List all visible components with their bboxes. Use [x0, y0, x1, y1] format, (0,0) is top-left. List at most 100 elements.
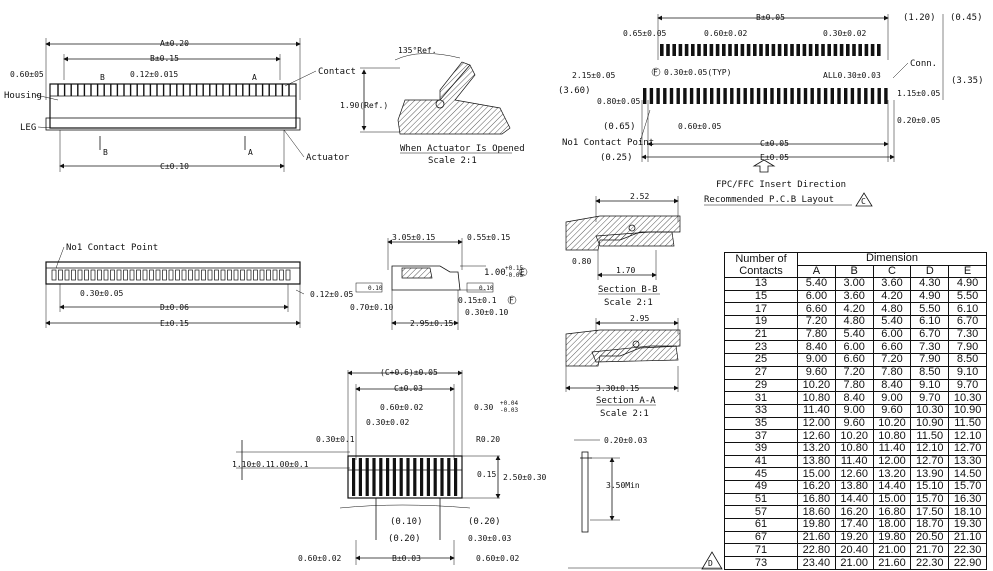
pcb-pad-bottom	[723, 88, 727, 104]
pcb-pad-top	[709, 44, 714, 56]
pcb-pad-bottom	[743, 88, 747, 104]
aa-dim-295: 2.95	[630, 314, 649, 323]
pcb-dim-025: (0.25)	[600, 153, 633, 163]
pcb-pad-top	[808, 44, 813, 56]
fpc-dim-030b: 0.30±0.03	[468, 534, 512, 543]
front-contact-slot	[51, 269, 57, 281]
table-cell-dim: 7.30	[948, 327, 987, 342]
fpc-dim-030: 0.30±0.02	[366, 418, 410, 427]
table-cell-dim: 13.80	[834, 480, 874, 494]
table-cell-contacts: 19	[724, 315, 798, 329]
table-cell-dim: 5.50	[910, 302, 950, 317]
pcb-pad-bottom	[850, 88, 855, 104]
pcb-pad-bottom	[877, 88, 881, 104]
table-cell-dim: 11.40	[872, 441, 912, 456]
table-col-a: A	[797, 264, 836, 278]
table-cell-dim: 5.50	[948, 289, 987, 304]
table-cell-dim: 4.80	[834, 315, 874, 329]
side-flat-2: 0.10	[479, 285, 494, 292]
side-dim-030: 0.30±0.10	[465, 308, 509, 317]
pcb-pad-bottom	[716, 88, 721, 104]
table-cell-dim: 9.60	[797, 365, 836, 380]
table-cell-dim: 6.00	[834, 340, 874, 355]
fpc-finger	[406, 458, 410, 496]
side-dim-070: 0.70±0.10	[350, 303, 394, 312]
pcb-pad-bottom	[790, 88, 794, 104]
front-contact-slot	[77, 269, 83, 281]
front-contact-slot	[90, 269, 96, 281]
bb-dim-170: 1.70	[616, 266, 635, 275]
bb-scale: Scale 2:1	[604, 298, 653, 308]
table-cell-contacts: 57	[724, 505, 798, 520]
pcb-pad-bottom	[730, 88, 734, 104]
pcb-pad-bottom	[669, 88, 674, 104]
table-cell-dim: 19.80	[797, 518, 836, 532]
table-cell-dim: 15.70	[948, 480, 987, 494]
table-cell-contacts: 25	[724, 353, 798, 367]
table-cell-dim: 10.80	[834, 441, 874, 456]
front-contact-slot	[103, 269, 109, 281]
pcb-pad-bottom	[777, 88, 781, 104]
pcb-dim-020: 0.20±0.05	[897, 116, 941, 125]
table-cell-dim: 13.20	[872, 467, 912, 481]
table-cell-dim: 10.30	[948, 391, 987, 405]
pcb-dim-030: 0.30±0.02	[823, 29, 867, 38]
table-cell-dim: 6.10	[948, 302, 987, 317]
pcb-dim-335: (3.35)	[951, 76, 984, 86]
pcb-pad-top	[753, 44, 757, 56]
pcb-pad-bottom	[663, 88, 667, 104]
pcb-pad-top	[666, 44, 670, 56]
label-actuator: Actuator	[306, 153, 350, 163]
pcb-pad-top	[846, 44, 850, 56]
fpc-dim-030-top: 0.30	[474, 403, 493, 412]
table-cell-contacts: 51	[724, 492, 798, 507]
table-cell-dim: 11.50	[910, 429, 950, 443]
pcb-pad-top	[815, 44, 819, 56]
front-contact-slot	[58, 269, 63, 281]
front-contact-slot	[285, 269, 291, 281]
dim-b: B±0.15	[150, 54, 179, 63]
table-cell-dim: 16.20	[797, 480, 836, 494]
table-cell-dim: 8.50	[910, 365, 950, 380]
front-contact-slot	[279, 269, 284, 281]
table-cell-dim: 18.60	[797, 505, 836, 520]
pcb-pad-bottom	[736, 88, 741, 104]
table-rev: D	[708, 559, 713, 568]
pcb-pad-bottom	[703, 88, 707, 104]
pcb-rev: C	[861, 197, 866, 206]
front-contact-slot	[71, 269, 76, 281]
table-cell-dim: 6.00	[797, 289, 836, 304]
table-cell-dim: 8.50	[948, 353, 987, 367]
side-dim-305: 3.05±0.15	[392, 233, 436, 242]
front-contact-slot	[162, 269, 167, 281]
front-contact-slot	[168, 269, 174, 281]
table-cell-dim: 15.00	[797, 467, 836, 481]
table-cell-dim: 11.40	[834, 454, 874, 469]
pcb-pad-top	[660, 44, 664, 56]
table-cell-dim: 8.40	[872, 378, 912, 393]
table-cell-dim: 9.00	[872, 391, 912, 405]
bb-dim-080: 0.80	[572, 257, 591, 266]
fpc-dim-b: B±0.03	[392, 554, 421, 563]
front-contact-slot	[246, 269, 252, 281]
table-cell-dim: 7.20	[872, 353, 912, 367]
table-cell-dim: 21.00	[834, 556, 874, 570]
pcb-pad-top	[877, 44, 881, 56]
aa-scale: Scale 2:1	[600, 409, 649, 419]
table-cell-dim: 3.00	[834, 277, 874, 291]
front-contact-slot	[227, 269, 232, 281]
pcb-pad-top	[777, 44, 782, 56]
table-cell-contacts: 49	[724, 480, 798, 494]
table-cell-dim: 21.70	[910, 543, 950, 558]
pcb-dim-045: (0.45)	[950, 13, 983, 23]
front-contact-slot	[188, 269, 193, 281]
table-cell-dim: 21.60	[872, 556, 912, 570]
table-cell-dim: 19.30	[948, 518, 987, 532]
table-cell-dim: 7.90	[910, 353, 950, 367]
